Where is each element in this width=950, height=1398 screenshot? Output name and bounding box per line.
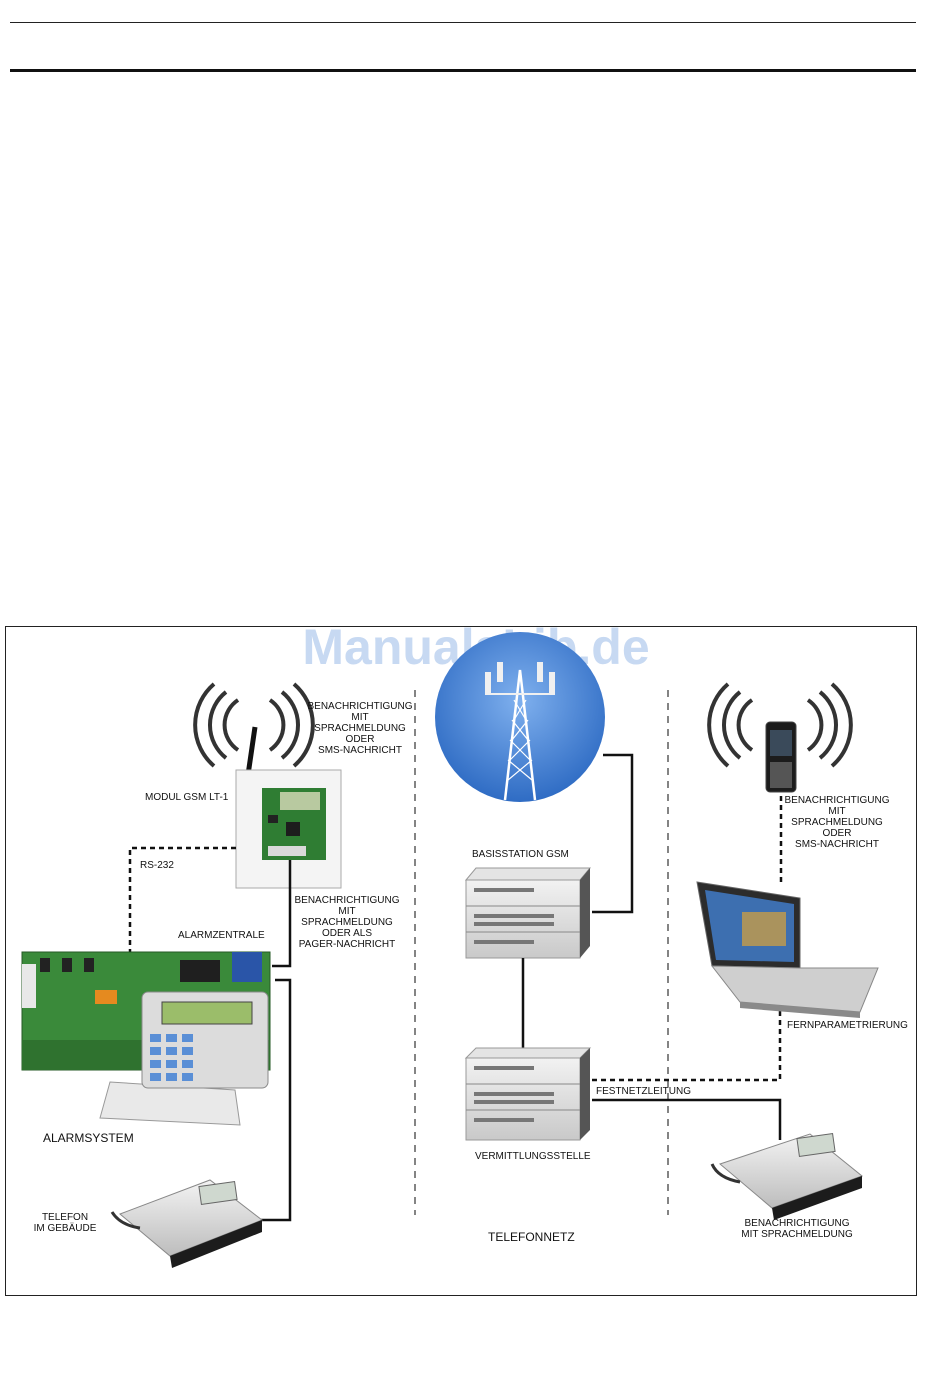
svg-text:MIT SPRACHMELDUNG: MIT SPRACHMELDUNG	[741, 1229, 853, 1240]
network-label: TELEFONNETZ	[488, 1230, 575, 1244]
alarm-panel-label: ALARMZENTRALE	[178, 930, 265, 941]
svg-text:ODER: ODER	[823, 828, 852, 839]
svg-text:ODER ALS: ODER ALS	[322, 928, 372, 939]
svg-text:MIT: MIT	[828, 806, 845, 817]
notify-pager-label: BENACHRICHTIGUNG MIT SPRACHMELDUNG ODER …	[294, 895, 399, 950]
svg-text:SMS-NACHRICHT: SMS-NACHRICHT	[318, 745, 402, 756]
svg-text:BENACHRICHTIGUNG: BENACHRICHTIGUNG	[307, 701, 412, 712]
landline-solid-link	[592, 1100, 780, 1140]
building-telephone-icon	[112, 1180, 262, 1268]
svg-text:TELEFON: TELEFON	[42, 1212, 88, 1223]
notify-voice-label: BENACHRICHTIGUNG MIT SPRACHMELDUNG	[741, 1218, 853, 1240]
module-label: MODUL GSM LT-1	[145, 792, 229, 803]
svg-text:PAGER-NACHRICHT: PAGER-NACHRICHT	[299, 939, 395, 950]
building-phone-label: TELEFON IM GEBÄUDE	[34, 1212, 97, 1234]
svg-text:SPRACHMELDUNG: SPRACHMELDUNG	[314, 723, 406, 734]
notify-gsm-top-label: BENACHRICHTIGUNG MIT SPRACHMELDUNG ODER …	[307, 701, 412, 756]
base-station-icon	[466, 868, 590, 958]
exchange-label: VERMITTLUNGSSTELLE	[475, 1151, 591, 1162]
svg-text:MIT: MIT	[351, 712, 368, 723]
svg-text:BENACHRICHTIGUNG: BENACHRICHTIGUNG	[784, 795, 889, 806]
svg-text:MIT: MIT	[338, 906, 355, 917]
tower-base-link	[592, 755, 632, 912]
gsm-tower-icon	[435, 632, 605, 802]
landline-label: FESTNETZLEITUNG	[596, 1086, 691, 1097]
svg-text:BENACHRICHTIGUNG: BENACHRICHTIGUNG	[294, 895, 399, 906]
base-station-label: BASISSTATION GSM	[472, 849, 569, 860]
laptop-icon	[697, 882, 878, 1018]
exchange-icon	[466, 1048, 590, 1140]
rs232-label: RS-232	[140, 860, 174, 871]
svg-text:BENACHRICHTIGUNG: BENACHRICHTIGUNG	[744, 1218, 849, 1229]
signal-waves-left-icon	[195, 684, 313, 766]
landline-dashed-link	[592, 1002, 780, 1080]
svg-text:SPRACHMELDUNG: SPRACHMELDUNG	[791, 817, 883, 828]
svg-text:IM GEBÄUDE: IM GEBÄUDE	[34, 1222, 97, 1234]
desk-telephone-icon	[712, 1134, 862, 1220]
svg-text:SMS-NACHRICHT: SMS-NACHRICHT	[795, 839, 879, 850]
mobile-phone-icon	[766, 722, 796, 792]
remote-config-label: FERNPARAMETRIERUNG	[787, 1020, 908, 1031]
svg-text:ODER: ODER	[346, 734, 375, 745]
alarm-system-label: ALARMSYSTEM	[43, 1131, 134, 1145]
svg-text:SPRACHMELDUNG: SPRACHMELDUNG	[301, 917, 393, 928]
notify-mobile-label: BENACHRICHTIGUNG MIT SPRACHMELDUNG ODER …	[784, 795, 889, 850]
